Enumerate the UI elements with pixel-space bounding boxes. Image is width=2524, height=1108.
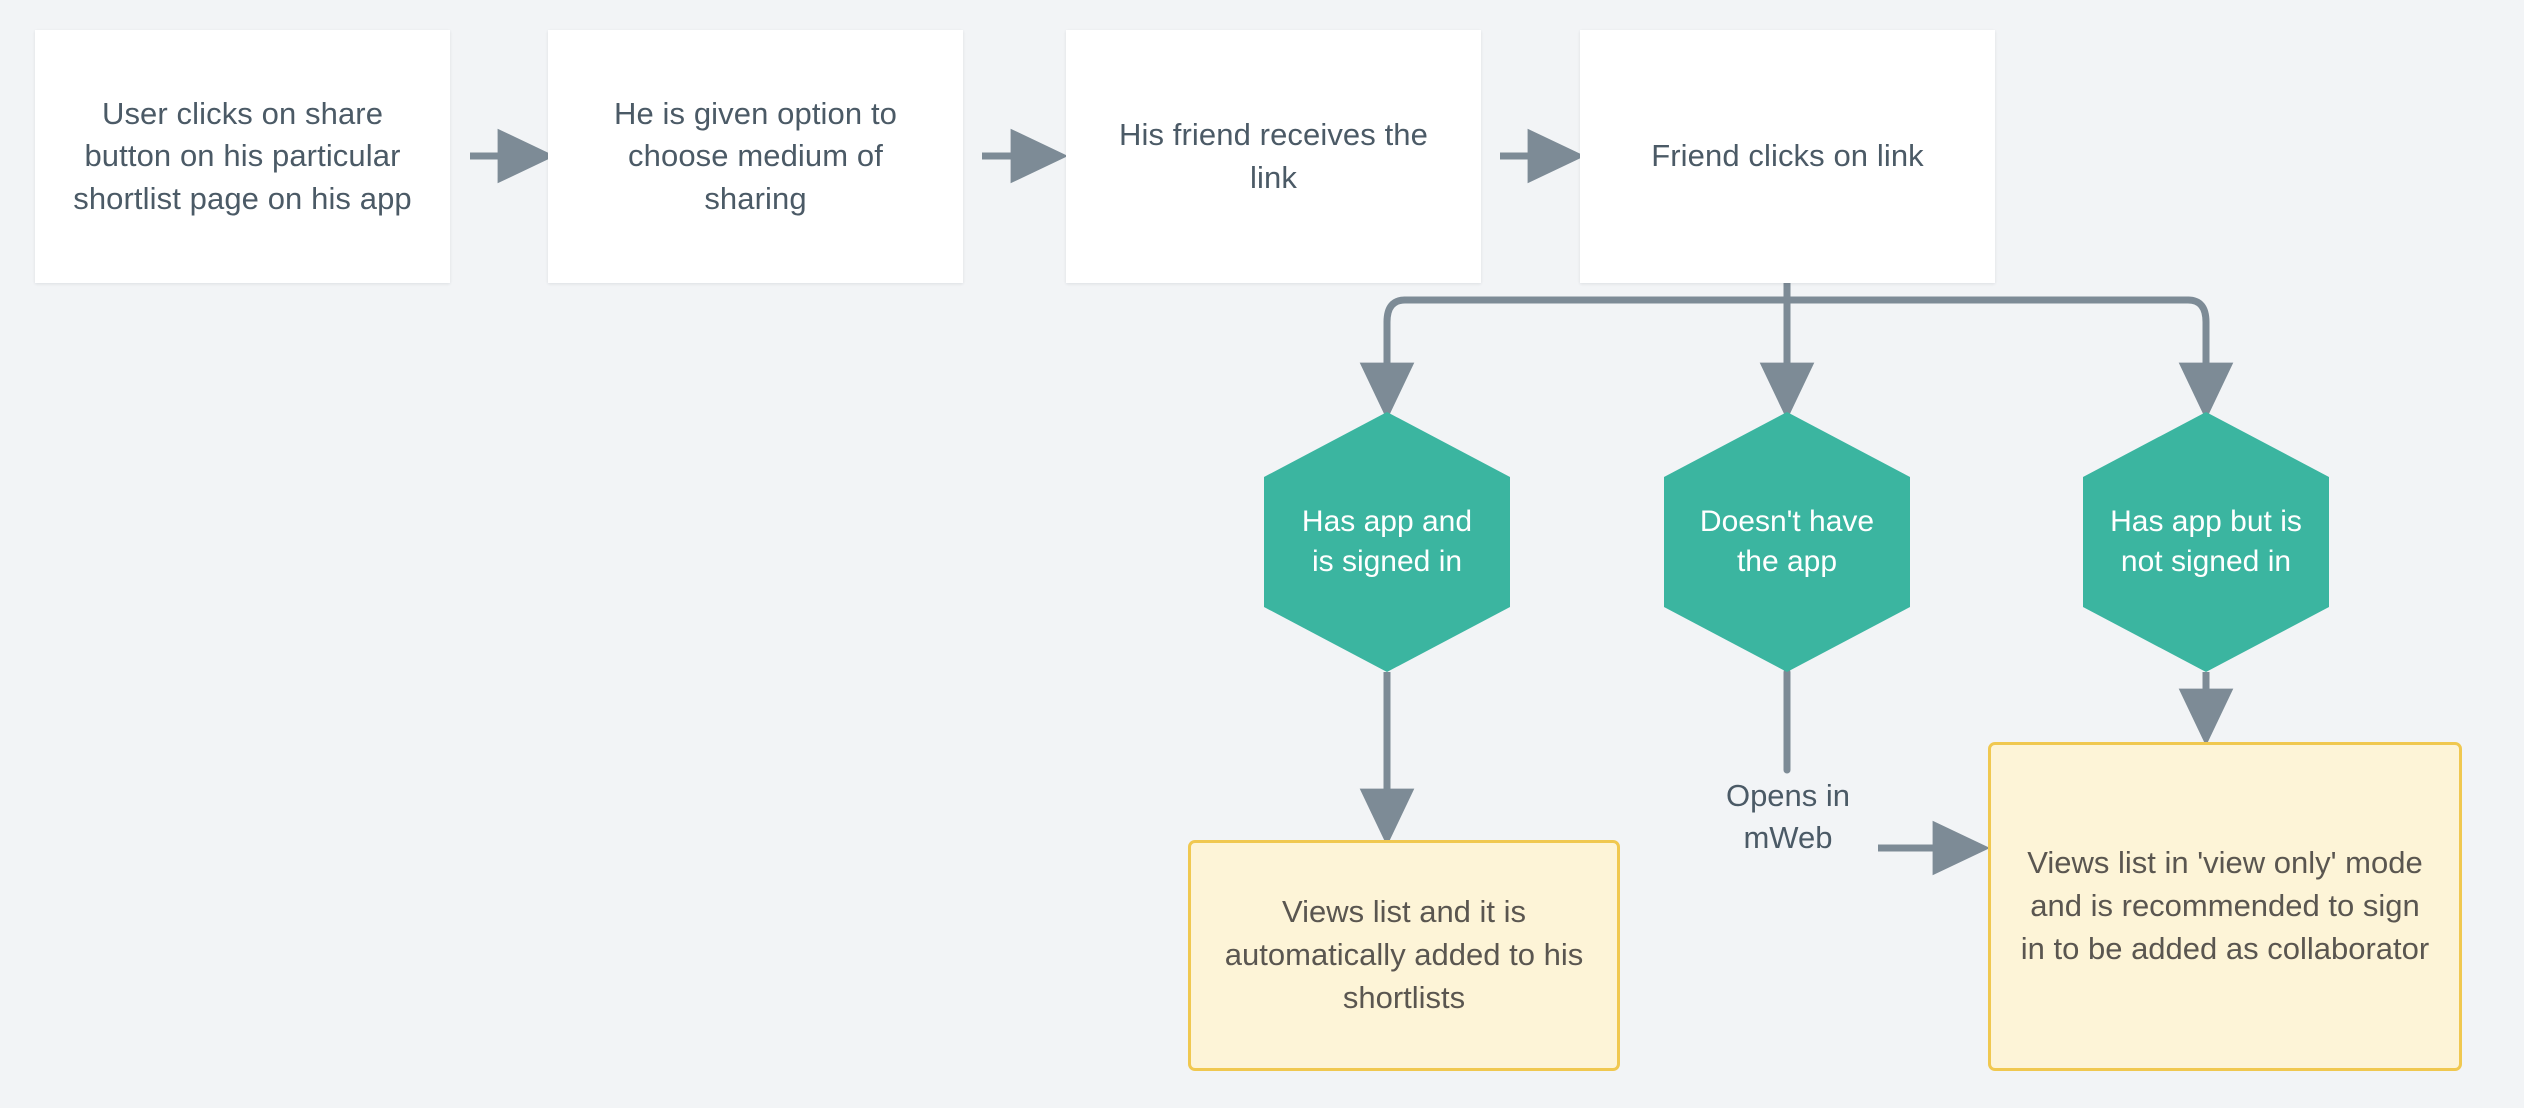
process-box-step-1[interactable]: User clicks on share button on his parti… [35, 30, 450, 283]
decision-hexagon-doesnt-have-app[interactable]: Doesn't have the app [1664, 412, 1910, 672]
connector-bus-decision3 [2178, 296, 2234, 421]
decision-hexagon-has-app-signed-in[interactable]: Has app and is signed in [1264, 412, 1510, 672]
process-box-label: He is given option to choose medium of s… [614, 96, 897, 216]
edge-label-text: Opens in mWeb [1725, 778, 1851, 856]
decision-hexagon-has-app-not-signed-in[interactable]: Has app but is not signed in [2083, 412, 2329, 672]
process-box-step-2[interactable]: He is given option to choose medium of s… [548, 30, 963, 283]
decision-hexagon-label: Doesn't have the app [1699, 505, 1875, 578]
decision-hexagon-label: Has app but is not signed in [2110, 505, 2302, 578]
process-box-label: User clicks on share button on his parti… [73, 96, 412, 216]
connector-bus-decision1 [1359, 296, 1415, 421]
process-box-label: Friend clicks on link [1651, 138, 1924, 174]
process-box-step-4[interactable]: Friend clicks on link [1580, 30, 1995, 283]
process-box-label: His friend receives the link [1119, 117, 1428, 195]
outcome-box-added-to-shortlists[interactable]: Views list and it is automatically added… [1188, 840, 1620, 1071]
process-box-step-3[interactable]: His friend receives the link [1066, 30, 1481, 283]
decision-hexagon-label: Has app and is signed in [1301, 505, 1473, 578]
edge-label-opens-in-mweb: Opens in mWeb [1702, 775, 1874, 859]
outcome-box-view-only-mode[interactable]: Views list in 'view only' mode and is re… [1988, 742, 2462, 1071]
outcome-box-label: Views list in 'view only' mode and is re… [2020, 845, 2430, 966]
outcome-box-label: Views list and it is automatically added… [1224, 894, 1584, 1015]
